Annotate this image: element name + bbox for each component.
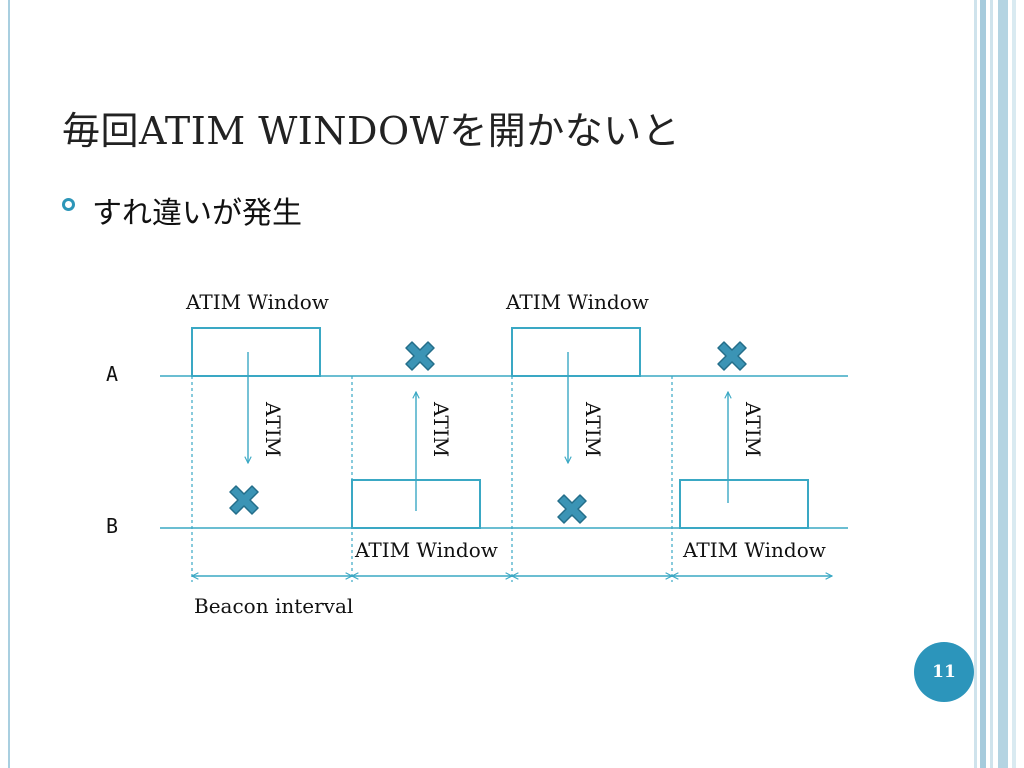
atim-window-label-b-1: ATIM Window xyxy=(354,538,498,562)
left-border-line xyxy=(8,0,10,768)
atim-label-2: ATIM xyxy=(429,401,453,457)
cross-icon xyxy=(229,485,259,515)
beacon-interval-label: Beacon interval xyxy=(194,594,353,618)
atim-window-label-a-1: ATIM Window xyxy=(185,290,329,314)
atim-label-4: ATIM xyxy=(741,401,765,457)
atim-window-a-1 xyxy=(191,327,321,377)
atim-window-a-2 xyxy=(511,327,641,377)
bullet-icon xyxy=(62,198,75,211)
atim-window-label-b-2: ATIM Window xyxy=(682,538,826,562)
station-a-label: A xyxy=(106,362,118,386)
right-border-decoration xyxy=(974,0,1024,768)
bullet-text: すれ違いが発生 xyxy=(92,196,302,231)
cross-icon xyxy=(557,494,587,524)
atim-label-3: ATIM xyxy=(581,401,605,457)
slide-title: 毎回ATIM WINDOWを開かないと xyxy=(62,109,681,153)
cross-icon xyxy=(717,341,747,371)
page-number-badge: 11 xyxy=(914,642,974,702)
atim-window-label-a-2: ATIM Window xyxy=(505,290,649,314)
station-b-label: B xyxy=(106,514,118,538)
atim-window-b-2 xyxy=(679,479,809,529)
atim-label-1: ATIM xyxy=(261,401,285,457)
cross-icon xyxy=(405,341,435,371)
